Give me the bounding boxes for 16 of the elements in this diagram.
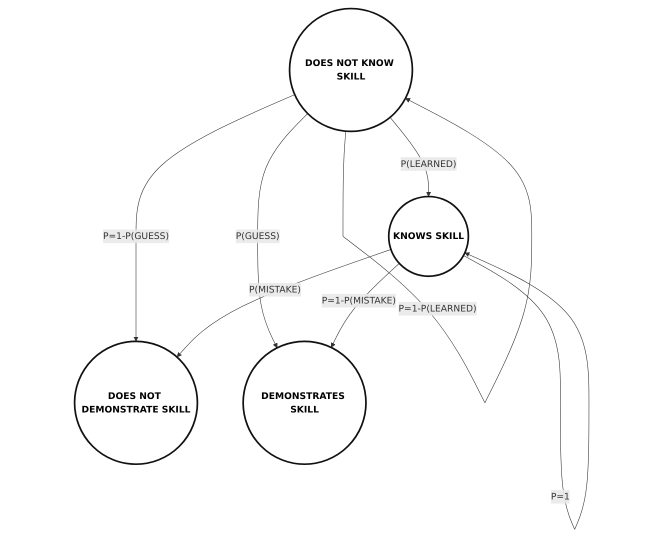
node-circle: DOES NOT KNOW SKILL — [288, 8, 414, 132]
edge-label: P(GUESS) — [236, 230, 280, 242]
edge-label: P=1-P(LEARNED) — [398, 303, 477, 314]
edge-label: P=1 — [551, 491, 570, 502]
arrow — [134, 94, 296, 342]
node-circle: DOES NOT DEMONSTRATE SKILL — [74, 340, 198, 466]
arrow — [258, 113, 308, 348]
arrow — [342, 98, 532, 404]
edge-label: P(LEARNED) — [400, 158, 457, 170]
node-circle: KNOWS SKILL — [388, 196, 470, 278]
edge-label: P=1-P(MISTAKE) — [322, 294, 396, 306]
arrow — [177, 249, 392, 358]
edge-label: P(MISTAKE) — [249, 284, 302, 295]
arrow — [463, 252, 590, 530]
edge-label: P=1-P(GUESS) — [103, 230, 170, 242]
node-circle: DEMONSTRATES SKILL — [242, 340, 368, 466]
